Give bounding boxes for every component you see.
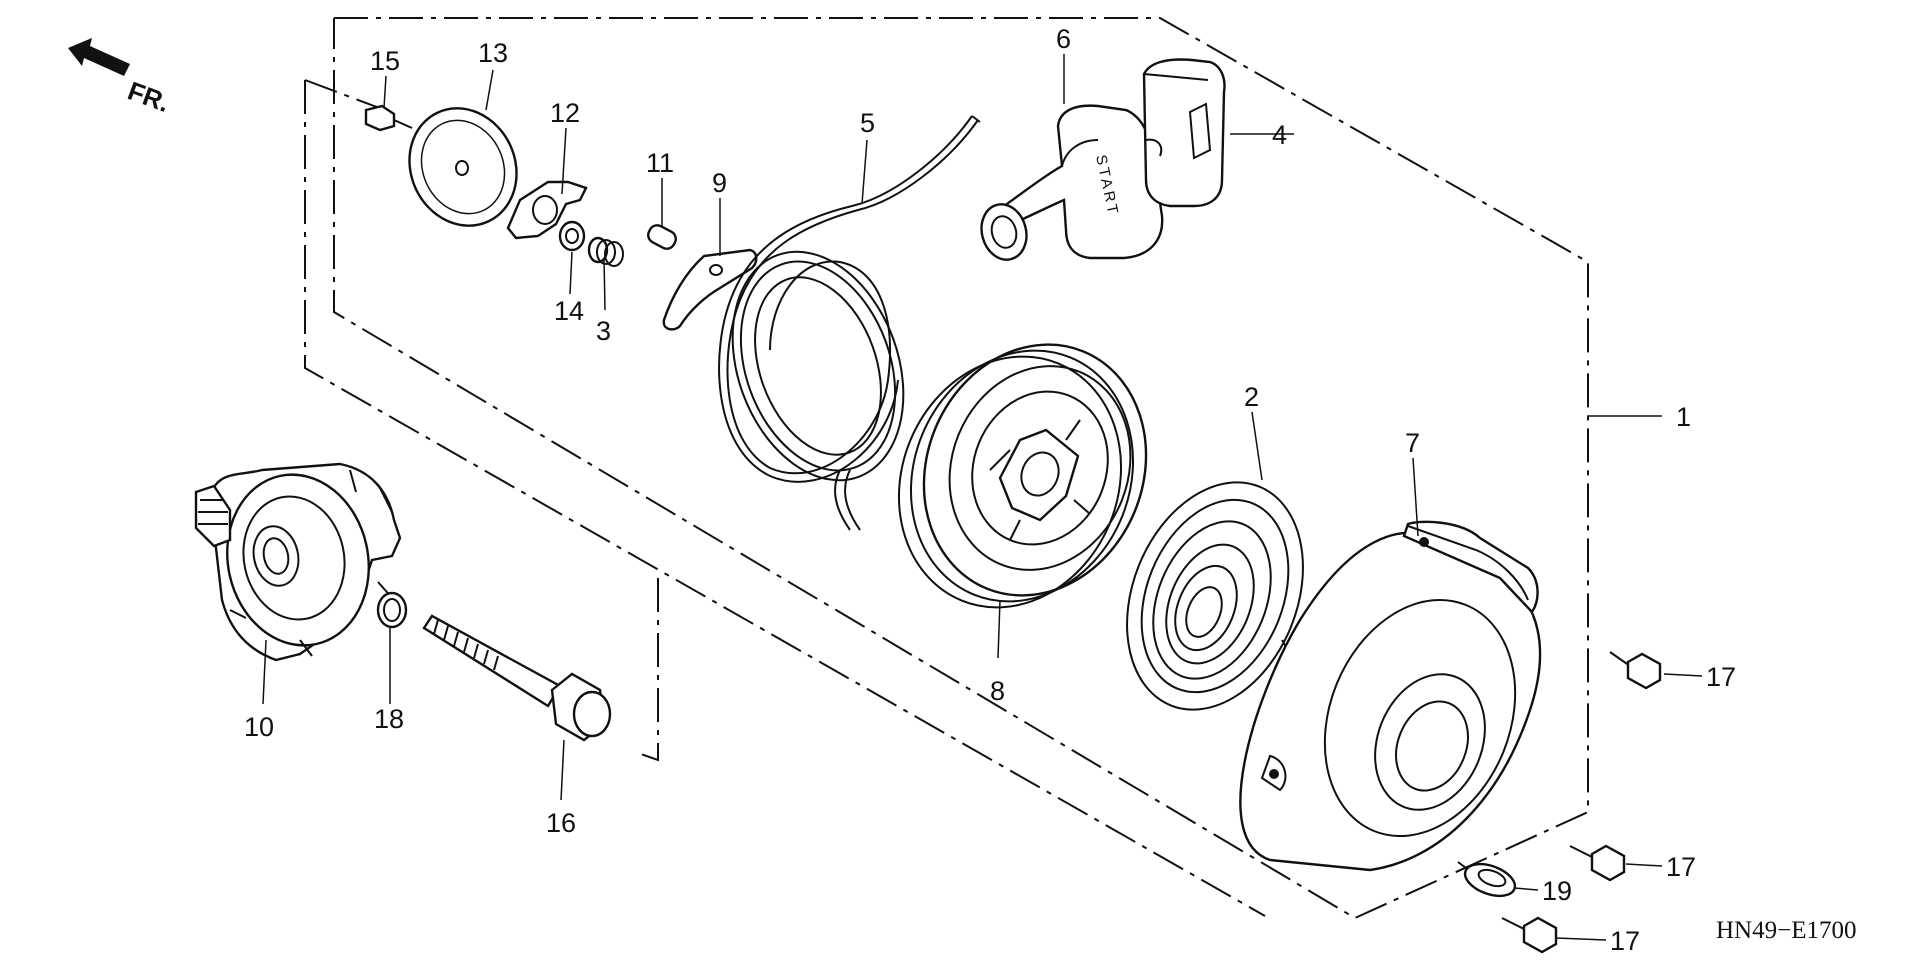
- part-5-starter-rope: [718, 115, 981, 531]
- part-3-spring: [587, 236, 624, 267]
- callout-5: 5: [860, 108, 875, 138]
- callout-7: 7: [1405, 428, 1420, 458]
- diagram-reference-code: HN49−E1700: [1716, 917, 1856, 944]
- callout-1: 1: [1676, 402, 1691, 432]
- part-9-pawl: [662, 248, 758, 331]
- callout-6: 6: [1056, 24, 1071, 54]
- callout-12: 12: [550, 98, 580, 128]
- direction-label: FR.: [124, 75, 174, 118]
- callout-17-middle: 17: [1666, 852, 1696, 882]
- callout-9: 9: [712, 168, 727, 198]
- part-8-reel-pulley: [897, 343, 1148, 609]
- part-12-ratchet: [506, 180, 588, 240]
- part-16-long-bolt: [422, 614, 612, 742]
- callout-18: 18: [374, 704, 404, 734]
- callout-15: 15: [370, 46, 400, 76]
- callout-11: 11: [646, 148, 674, 178]
- callout-14: 14: [554, 296, 584, 326]
- part-15-bolt: [364, 104, 413, 132]
- part-17-bolt-lower: [1501, 916, 1558, 954]
- callout-10: 10: [244, 712, 274, 742]
- part-10-starter-cup: [194, 462, 402, 662]
- leader-lines: [262, 54, 1703, 941]
- part-7-starter-case: [1239, 520, 1542, 872]
- part-13-plate: [408, 107, 518, 227]
- callout-4: 4: [1272, 120, 1287, 150]
- front-direction-arrow-icon: [68, 38, 130, 76]
- part-19-clamp: [1457, 861, 1517, 898]
- part-6-starter-handle: [980, 104, 1164, 261]
- part-14-collar: [558, 220, 586, 252]
- part-17-bolt-upper: [1609, 651, 1662, 690]
- callout-17-upper: 17: [1706, 662, 1736, 692]
- callout-3: 3: [596, 316, 611, 346]
- callout-2: 2: [1244, 382, 1259, 412]
- callout-16: 16: [546, 808, 576, 838]
- part-17-bolt-middle: [1569, 844, 1626, 882]
- part-4-handle-grip: [1142, 58, 1226, 208]
- part-11-pin: [647, 224, 677, 250]
- part-18-o-ring: [376, 591, 408, 629]
- callout-labels: 1 2 3 4 5 6 7 8 9 10 11 12 13 14 15 16 1…: [244, 24, 1736, 956]
- callout-13: 13: [478, 38, 508, 68]
- callout-8: 8: [990, 676, 1005, 706]
- callout-17-lower: 17: [1610, 926, 1640, 956]
- callout-19: 19: [1542, 876, 1572, 906]
